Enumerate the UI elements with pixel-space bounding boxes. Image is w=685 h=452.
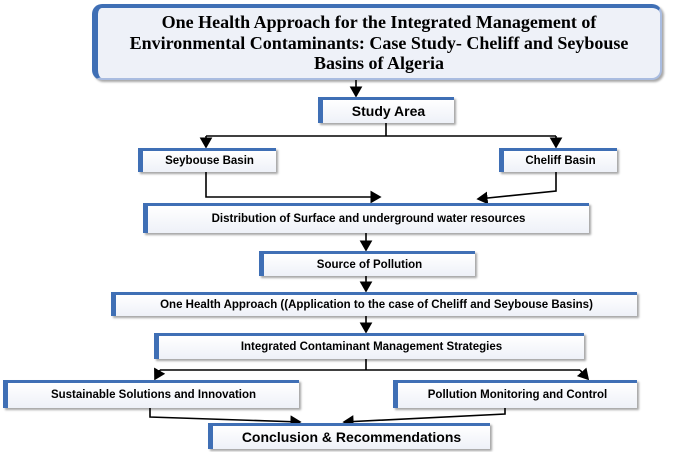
connector-study-area-branch — [206, 123, 556, 137]
study-area-box: Study Area — [318, 97, 454, 123]
one-health-approach-box: One Health Approach ((Application to the… — [111, 292, 637, 316]
connector-strategies-branch — [160, 359, 580, 371]
connector-branch-to-sustainable — [154, 367, 166, 381]
connector-monitoring-to-conclusion — [342, 408, 506, 428]
seybouse-basin-box: Seybouse Basin — [138, 148, 276, 172]
pollution-monitoring-box: Pollution Monitoring and Control — [393, 380, 637, 408]
title-box: One Health Approach for the Integrated M… — [92, 4, 662, 80]
conclusion-box: Conclusion & Recommendations — [208, 423, 490, 449]
connector-cheliff-to-distribution — [476, 172, 557, 205]
connector-sustainable-to-conclusion — [149, 408, 302, 429]
source-of-pollution-box: Source of Pollution — [259, 251, 475, 276]
sustainable-solutions-box: Sustainable Solutions and Innovation — [3, 380, 299, 408]
cheliff-basin-box: Cheliff Basin — [499, 148, 617, 172]
connector-branch-to-monitoring — [576, 367, 590, 381]
integrated-strategies-box: Integrated Contaminant Management Strate… — [154, 333, 584, 359]
connector-seybouse-to-distribution — [205, 172, 382, 204]
distribution-box: Distribution of Surface and underground … — [143, 203, 589, 233]
